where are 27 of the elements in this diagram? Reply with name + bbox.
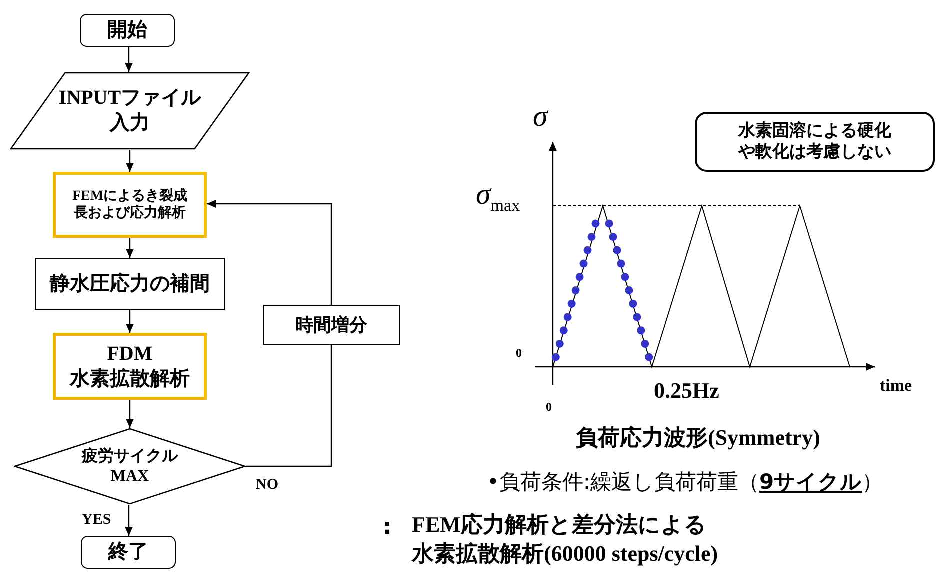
- process-box: 静水圧応力の補間: [35, 258, 225, 310]
- arrow: [125, 47, 133, 72]
- arrow: [125, 505, 133, 536]
- note-box: 水素固溶による硬化や軟化は考慮しない: [695, 112, 935, 172]
- frequency-label: 0.25Hz: [654, 378, 720, 404]
- arrow: [126, 310, 134, 333]
- tick-label: 0: [516, 346, 522, 361]
- axis-label: σ: [533, 100, 548, 134]
- arrow: [207, 200, 332, 305]
- condition-note: •負荷条件:繰返し負荷荷重（9サイクル）: [487, 469, 884, 496]
- end-terminal: 終了: [81, 536, 176, 569]
- start-terminal: 開始: [80, 14, 175, 47]
- process-box: 時間増分: [263, 305, 400, 345]
- colon-mark: :: [383, 515, 392, 540]
- axis-label: time: [880, 376, 912, 396]
- tick-label: 0: [546, 400, 552, 415]
- process-box: FDM 水素拡散解析: [53, 333, 207, 400]
- input-parallelogram: INPUTファイル入力: [10, 72, 250, 150]
- decision-diamond: 疲労サイクル MAX: [14, 428, 246, 505]
- process-box: FEMによるき裂成長および応力解析: [53, 172, 207, 238]
- arrow: [126, 238, 134, 258]
- chart-caption: 負荷応力波形(Symmetry): [576, 424, 820, 452]
- method-note: FEM応力解析と差分法による水素拡散解析(60000 steps/cycle): [412, 511, 720, 568]
- axis-label: σ$_{max}$: [476, 178, 520, 216]
- arrow: [126, 150, 134, 172]
- connector-line: [246, 345, 332, 468]
- arrow: [126, 400, 134, 428]
